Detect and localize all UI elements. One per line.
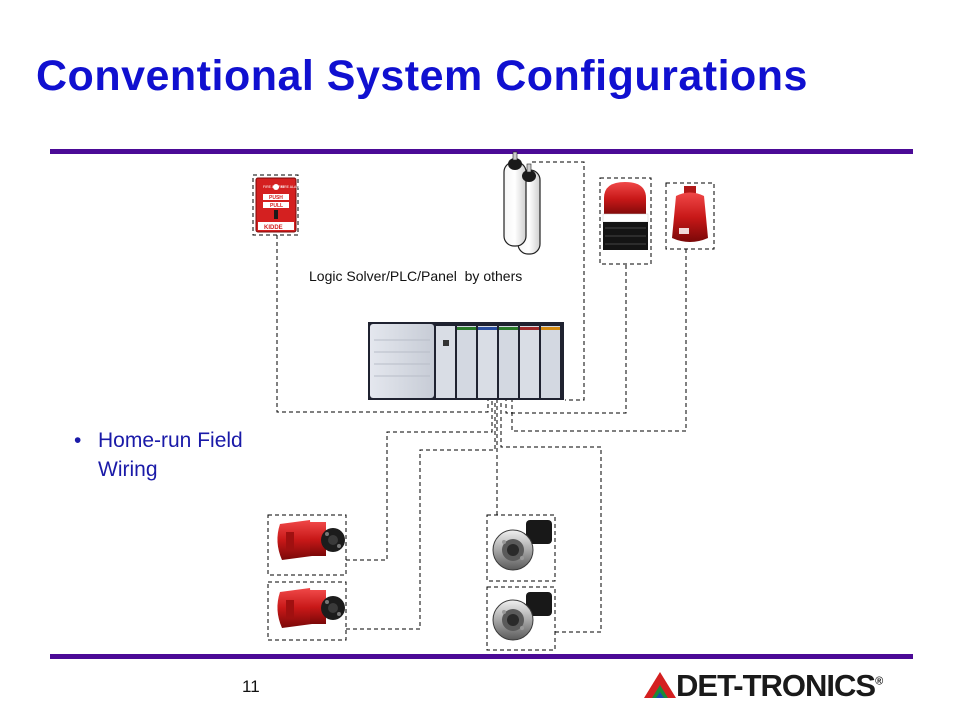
- wire-horn: [511, 249, 687, 432]
- pull-station-header-left: FIRE ALARM: [263, 185, 284, 189]
- alarm-horn: [672, 186, 708, 242]
- frame-steel-detector-1: [486, 514, 556, 582]
- red-flame-detector-1: [277, 520, 345, 560]
- bullet-text: Home-run Field Wiring: [98, 429, 243, 481]
- wire-suppression-tanks: [532, 161, 585, 401]
- slide-title: Conventional System Configurations: [36, 52, 808, 100]
- wire-pull-station: [276, 235, 489, 413]
- strobe-beacon: [602, 182, 649, 250]
- wire-red-detector-1: [346, 398, 493, 561]
- frame-strobe: [599, 177, 652, 265]
- red-flame-detector-2: [277, 588, 345, 628]
- top-divider: [50, 149, 913, 154]
- bottom-divider: [50, 654, 913, 659]
- frame-steel-detector-2: [486, 586, 556, 651]
- wire-strobe: [505, 265, 627, 414]
- pull-station-brand: KIDDE: [264, 225, 283, 231]
- manual-pull-station: FIRE ALARM FIRE ALARM PUSH PULL KIDDE: [255, 177, 302, 233]
- bullet-marker: •: [74, 429, 82, 452]
- frame-red-detector-2: [267, 581, 347, 641]
- det-tronics-logo-mark: [644, 672, 676, 698]
- steel-flame-detector-1: [492, 520, 552, 571]
- brand-logo: DET-TRONICS®: [676, 668, 883, 704]
- pull-station-push: PUSH: [269, 195, 283, 201]
- steel-flame-detector-2: [492, 592, 552, 641]
- registered-mark: ®: [875, 675, 883, 688]
- controller-label: Logic Solver/PLC/Panel by others: [309, 268, 523, 284]
- suppression-tanks: [503, 151, 541, 255]
- brand-name: DET-TRONICS: [676, 668, 876, 703]
- field-wiring: [252, 161, 715, 651]
- plc-rack: [368, 322, 564, 400]
- wire-red-detector-2: [346, 398, 496, 630]
- frame-red-detector-1: [267, 514, 347, 576]
- pull-station-header-right: FIRE ALARM: [281, 185, 302, 189]
- frame-horn: [665, 182, 715, 250]
- frame-pull-station: [252, 174, 299, 236]
- pull-station-pull: PULL: [270, 203, 283, 209]
- wire-steel-detector-2: [500, 398, 602, 633]
- page-number: 11: [242, 677, 260, 696]
